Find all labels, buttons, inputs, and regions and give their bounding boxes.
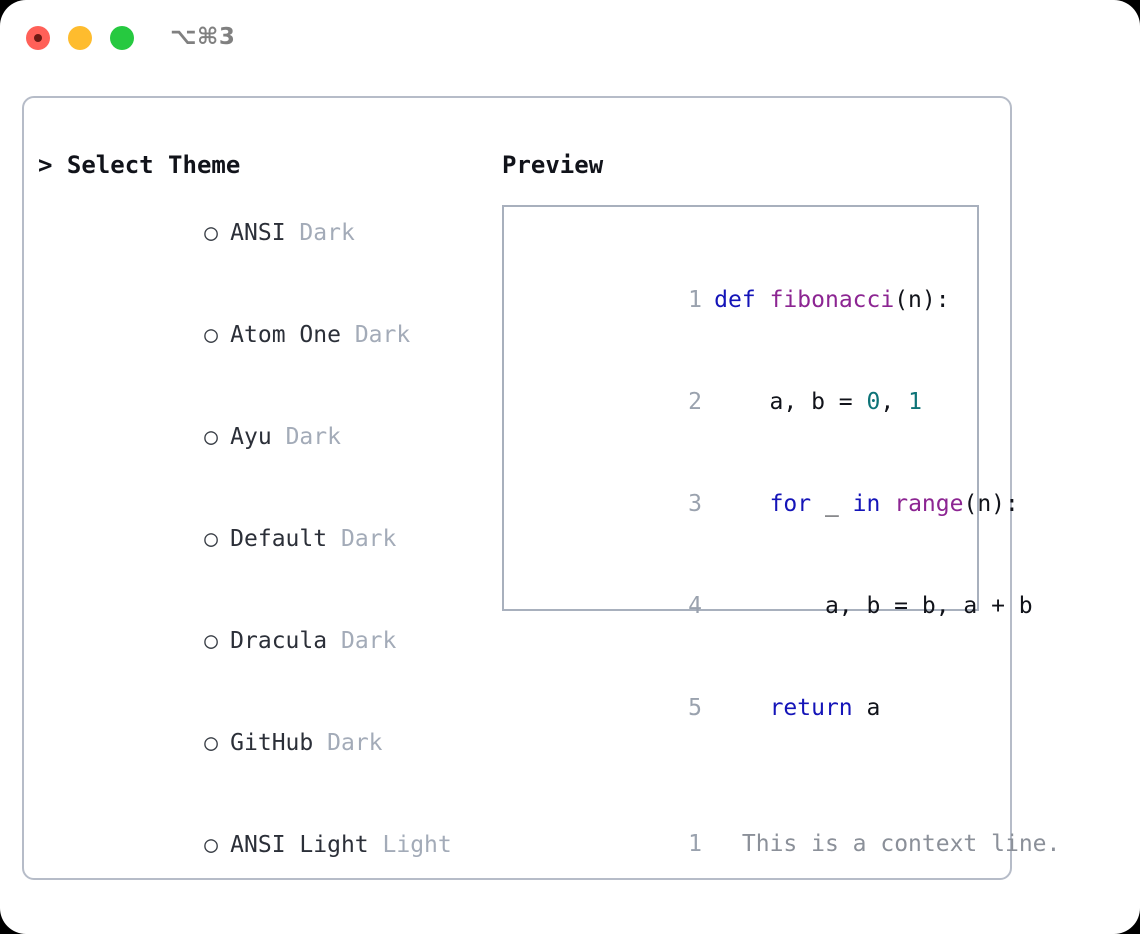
theme-category: Dark xyxy=(327,730,383,756)
code-token-punctuation: , xyxy=(880,389,909,415)
radio-icon: ○ xyxy=(204,730,219,756)
code-token-space xyxy=(756,287,770,313)
theme-name: Atom One xyxy=(230,322,341,348)
line-number: 4 xyxy=(688,593,703,619)
theme-list-item[interactable]: ○ ANSI Dark xyxy=(38,182,488,284)
theme-name: ANSI xyxy=(230,220,286,246)
theme-category: Dark xyxy=(285,424,341,450)
keyboard-shortcut-label: ⌥⌘3 xyxy=(170,24,236,50)
code-token-keyword: def xyxy=(714,287,756,313)
line-number: 2 xyxy=(688,929,714,934)
radio-icon: ○ xyxy=(204,322,219,348)
code-token-identifier: a, b = xyxy=(714,389,867,415)
theme-list-column: > Select Theme ○ ANSI Dark ○ Atom One Dark… xyxy=(38,148,488,934)
radio-icon: ○ xyxy=(204,424,219,450)
theme-name: GitHub xyxy=(230,730,314,756)
window-titlebar: ⌥⌘3 xyxy=(0,0,1140,78)
line-number: 1 xyxy=(688,287,703,313)
theme-category: Dark xyxy=(354,322,411,348)
diff-line-deleted: 2- This line was deleted. xyxy=(522,895,1046,934)
spacer xyxy=(522,759,977,793)
code-token-function: fibonacci xyxy=(769,287,895,313)
code-line: 3 for _ in range(n): xyxy=(522,453,1019,555)
code-token-identifier: a xyxy=(852,695,881,721)
radio-icon: ○ xyxy=(204,832,219,858)
code-token-identifier: a, b = b, a + b xyxy=(714,593,1033,619)
diff-sign xyxy=(714,831,728,857)
code-token-punctuation: (n): xyxy=(894,287,950,313)
theme-category: Dark xyxy=(299,220,355,246)
theme-selector-panel: > Select Theme ○ ANSI Dark ○ Atom One Dark… xyxy=(22,96,1060,934)
theme-name: Default xyxy=(230,526,328,552)
theme-list-item[interactable]: ○ Dracula Dark xyxy=(38,590,488,692)
code-token-function: range xyxy=(894,491,964,517)
line-number: 5 xyxy=(688,695,703,721)
code-token-keyword: return xyxy=(769,695,853,721)
code-token-space xyxy=(880,491,894,517)
theme-list-item[interactable]: ○Ayu Light Light xyxy=(38,896,488,934)
theme-list-item[interactable]: ○ Default Dark xyxy=(38,488,488,590)
code-line: 5 return a xyxy=(522,657,977,759)
radio-icon: ○ xyxy=(204,930,230,934)
code-line: 1 def fibonacci(n): xyxy=(522,249,977,351)
line-number: 2 xyxy=(688,389,703,415)
code-token-punctuation: (n): xyxy=(963,491,1019,517)
line-number: 3 xyxy=(688,491,703,517)
diff-text: This is a context line. xyxy=(728,831,1061,857)
theme-name: Dracula xyxy=(230,628,328,654)
code-token-indent xyxy=(714,695,769,721)
theme-list-item[interactable]: ○ GitHub Dark xyxy=(38,692,488,794)
radio-icon: ○ xyxy=(204,526,219,552)
theme-category: Light xyxy=(382,832,452,858)
close-window-button[interactable] xyxy=(26,26,50,50)
preview-title: Preview xyxy=(502,151,604,179)
radio-icon: ○ xyxy=(204,220,219,246)
theme-category: Dark xyxy=(340,628,397,654)
theme-list-title: > Select Theme xyxy=(38,151,241,179)
code-line: 4 a, b = b, a + b xyxy=(522,555,1033,657)
theme-list-item[interactable]: ○ Atom One Dark xyxy=(38,284,488,386)
theme-name: ANSI Light xyxy=(230,832,369,858)
maximize-window-button[interactable] xyxy=(110,26,134,50)
theme-list-item[interactable]: ○ ANSI Light Light xyxy=(38,794,488,896)
theme-name: Ayu xyxy=(230,424,272,450)
theme-list: ○ ANSI Dark ○ Atom One Dark ○ Ayu Dark ○ Def… xyxy=(38,182,488,934)
minimize-window-button[interactable] xyxy=(68,26,92,50)
code-token-identifier: _ xyxy=(811,491,853,517)
code-token-indent xyxy=(714,491,769,517)
line-number: 1 xyxy=(688,831,703,857)
theme-list-item[interactable]: ○ Ayu Dark xyxy=(38,386,488,488)
theme-category: Dark xyxy=(340,526,397,552)
code-token-keyword: in xyxy=(852,491,881,517)
diff-line-context: 1 This is a context line. xyxy=(522,793,1060,895)
window-traffic-lights xyxy=(26,26,134,50)
code-token-number: 0 xyxy=(866,389,881,415)
radio-icon: ○ xyxy=(204,628,219,654)
code-line: 2 a, b = 0, 1 xyxy=(522,351,977,453)
code-token-number: 1 xyxy=(908,389,922,415)
code-token-keyword: for xyxy=(769,491,812,517)
